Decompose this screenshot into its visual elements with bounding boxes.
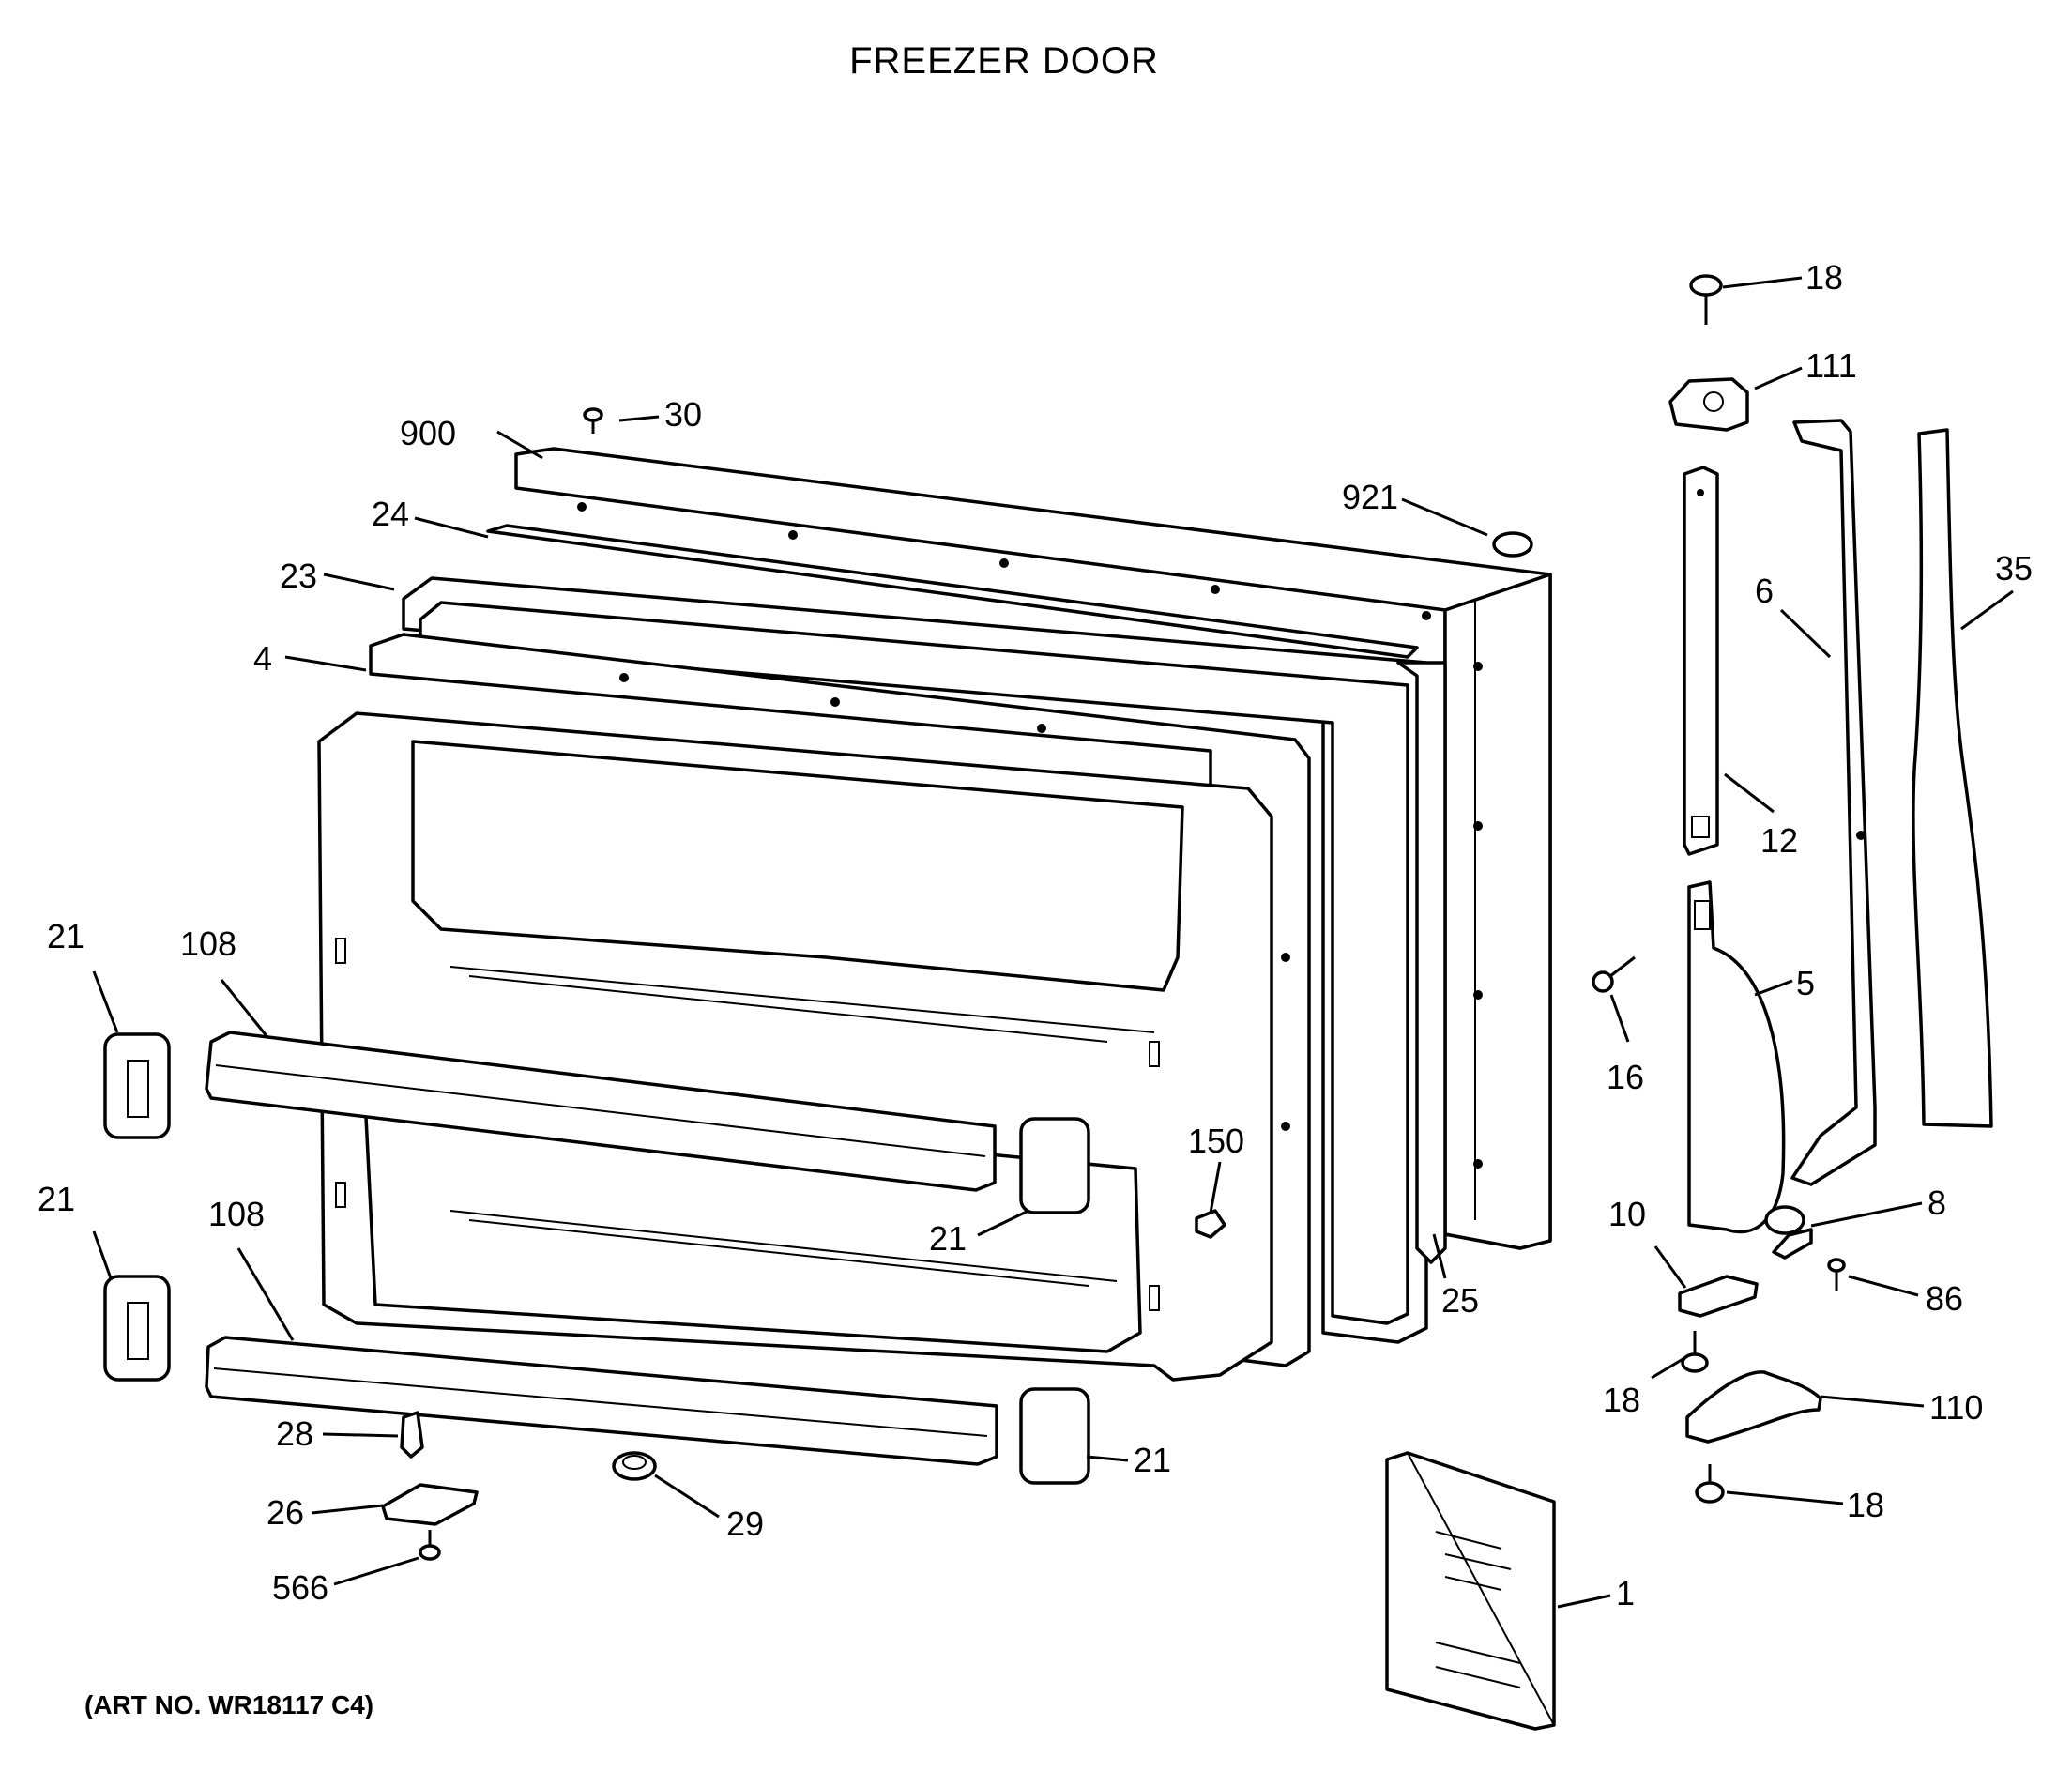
callout-21-upper-right: 21 [929, 1219, 967, 1258]
callout-108-upper: 108 [180, 924, 236, 963]
callout-8: 8 [1927, 1184, 1946, 1222]
callout-18-top: 18 [1805, 258, 1843, 297]
callout-29: 29 [726, 1505, 764, 1543]
gasket-retainer-24 [486, 524, 1419, 659]
callout-18-mid: 18 [1603, 1381, 1640, 1419]
insert-150 [1195, 1209, 1226, 1239]
hinge-cover-8 [1764, 1205, 1813, 1260]
art-number: (ART NO. WR18117 C4) [84, 1690, 373, 1719]
hinge-110 [1685, 1370, 1822, 1444]
callout-5: 5 [1796, 964, 1815, 1002]
handle-5 [1687, 880, 1786, 1234]
screw-18-bottom [1695, 1464, 1725, 1504]
shelf-bar-lower [205, 1336, 998, 1466]
callout-900: 900 [400, 414, 456, 452]
callout-108-lower: 108 [208, 1195, 265, 1233]
screw-86 [1827, 1258, 1846, 1291]
diagram-title: FREEZER DOOR [849, 40, 1159, 82]
screw-18-top [1689, 274, 1723, 325]
callout-labels: 900 30 24 23 4 921 18 111 35 6 12 5 16 2… [38, 258, 2033, 1612]
shelf-end-cap-lower-left [103, 1275, 171, 1382]
callout-25: 25 [1441, 1281, 1479, 1320]
inner-door-liner [317, 711, 1273, 1382]
callout-4: 4 [253, 639, 272, 678]
door-stop-12 [1683, 466, 1719, 856]
plug-29 [612, 1451, 657, 1481]
callout-921: 921 [1342, 478, 1398, 516]
callout-12: 12 [1760, 821, 1798, 860]
callout-30: 30 [664, 395, 702, 434]
callout-28: 28 [276, 1414, 313, 1453]
hinge-pin-111 [1668, 377, 1749, 432]
outer-door-panel [514, 447, 1552, 1250]
leader-lines [92, 276, 2014, 1609]
shelf-end-cap-lower-right [1019, 1387, 1090, 1485]
callout-10: 10 [1608, 1195, 1646, 1233]
screw-28 [400, 1411, 424, 1459]
screw-18-mid [1681, 1331, 1709, 1373]
callout-566: 566 [272, 1568, 328, 1607]
callout-111: 111 [1805, 346, 1857, 385]
callout-35: 35 [1995, 549, 2033, 588]
shelf-end-cap-upper-right [1019, 1117, 1090, 1214]
callout-26: 26 [267, 1493, 304, 1532]
shelf-end-cap-upper-left [103, 1032, 171, 1139]
screw-566 [419, 1530, 441, 1561]
callout-86: 86 [1926, 1279, 1963, 1318]
callout-21-lower-left: 21 [38, 1180, 75, 1218]
callout-23: 23 [280, 557, 317, 595]
callout-16: 16 [1607, 1058, 1644, 1096]
callout-21-upper-left: 21 [47, 917, 84, 955]
callout-110: 110 [1929, 1388, 1983, 1427]
plate-26 [381, 1483, 479, 1526]
shelf-bar-upper [205, 1031, 997, 1192]
door-trim-6 [1790, 419, 1877, 1186]
callout-18-bottom: 18 [1847, 1486, 1884, 1524]
callout-150: 150 [1188, 1122, 1244, 1160]
trim-35 [1912, 428, 1993, 1128]
callout-21-lower-right: 21 [1134, 1441, 1171, 1479]
callout-24: 24 [372, 495, 409, 533]
screw-16 [1592, 955, 1636, 993]
callout-1: 1 [1616, 1574, 1635, 1612]
callout-6: 6 [1755, 572, 1774, 610]
instruction-booklet [1385, 1451, 1556, 1731]
door-gasket [402, 576, 1447, 1344]
bracket-10 [1678, 1275, 1759, 1318]
screw-30 [583, 407, 603, 434]
